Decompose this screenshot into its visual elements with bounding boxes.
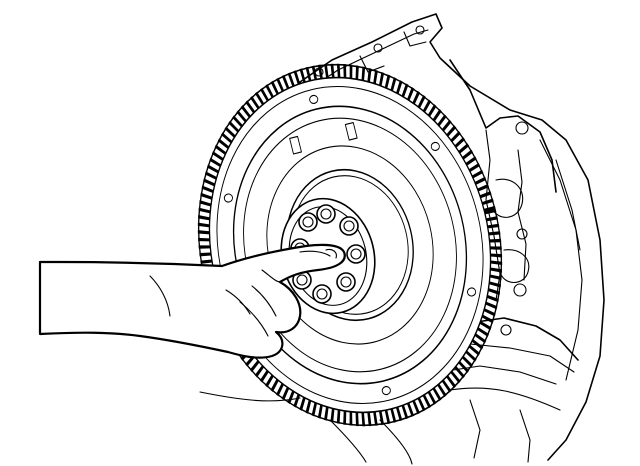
lower-housing-lines <box>199 391 413 465</box>
flywheel-ring-gear <box>197 63 503 427</box>
pointing-hand <box>38 243 346 359</box>
